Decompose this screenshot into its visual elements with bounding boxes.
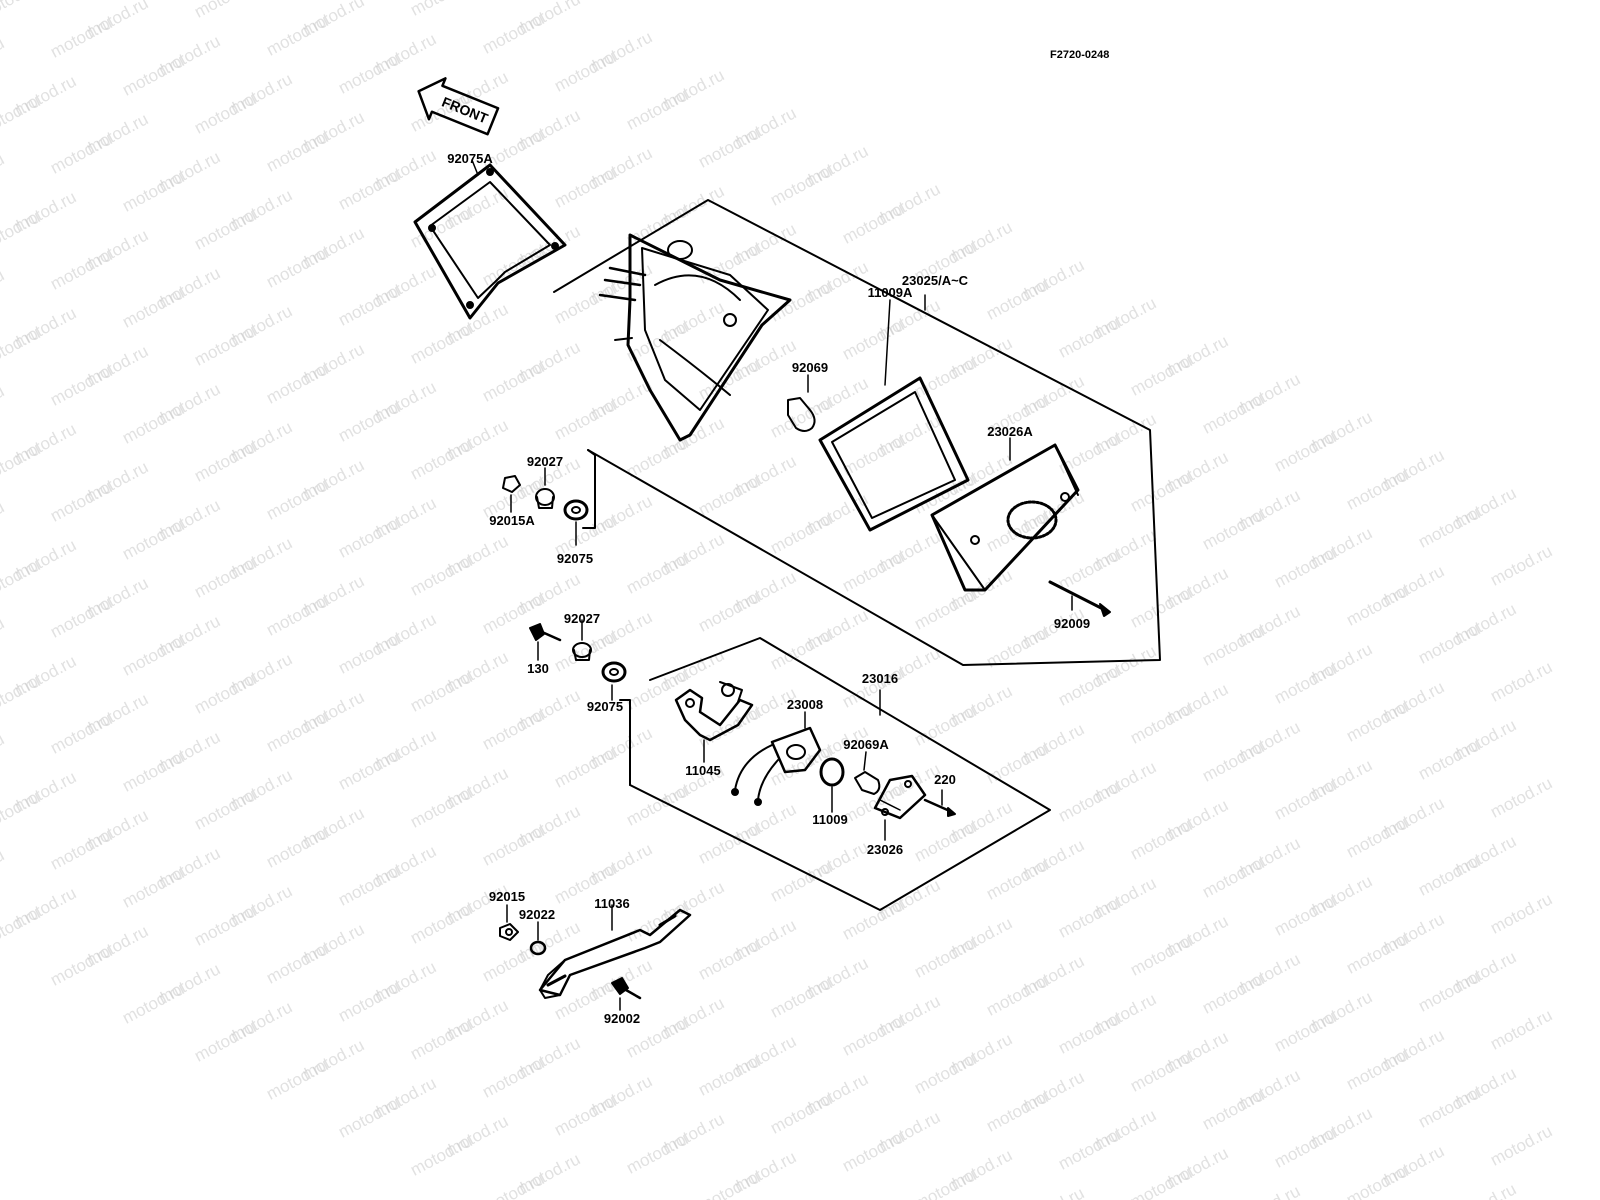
washer-92022 [529, 940, 547, 956]
label-130: 130 [527, 661, 549, 676]
label-92075A: 92075A [447, 151, 493, 166]
lens-gasket-11009A [818, 376, 970, 532]
leader-92075A [471, 159, 479, 176]
label-11009: 11009 [812, 812, 848, 827]
label-92015: 92015 [488, 889, 526, 904]
label-11045: 11045 [685, 763, 721, 778]
label-92009: 92009 [1053, 616, 1091, 631]
front-arrow-label: FRONT [439, 93, 491, 127]
label-92069A: 92069A [843, 737, 889, 752]
taillight-housing [598, 233, 792, 442]
front-arrow-icon [417, 77, 500, 136]
nut-92015A [502, 475, 521, 493]
screw-220 [923, 798, 956, 817]
label-92015A: 92015A [489, 513, 535, 528]
assembly-outline-23016 [619, 637, 1051, 911]
bracket-11036 [538, 908, 692, 999]
leader-92069A [863, 751, 867, 771]
label-220: 220 [934, 772, 956, 787]
label-92027-upper: 92027 [526, 454, 564, 469]
grommet-92075-upper [563, 499, 589, 521]
bracket-11045 [674, 681, 754, 742]
grommet-92075-lower [601, 661, 627, 683]
assembly-outline-23025 [553, 199, 1161, 666]
socket-23008 [731, 726, 822, 806]
label-92075-lower: 92075 [586, 699, 624, 714]
nut-92015 [499, 923, 519, 941]
label-23026A: 23026A [987, 424, 1033, 439]
lens-23026 [873, 774, 927, 820]
collar-92027-upper [535, 488, 555, 509]
label-92002: 92002 [603, 1011, 641, 1026]
leader-11009A [884, 299, 891, 386]
lens-23026A [930, 443, 1080, 592]
label-11009A: 11009A [867, 285, 913, 300]
label-23025: 23025/A~C [901, 273, 969, 288]
bulb-92069A [854, 771, 881, 795]
gasket-11009 [819, 757, 845, 787]
label-23008: 23008 [786, 697, 824, 712]
collar-92027-lower [572, 642, 592, 661]
bolt-92002 [611, 977, 642, 1000]
label-92069: 92069 [791, 360, 829, 375]
label-23016: 23016 [861, 671, 899, 686]
label-92022: 92022 [518, 907, 556, 922]
label-23026: 23026 [866, 842, 904, 857]
label-92027-lower: 92027 [563, 611, 601, 626]
bulb-92069 [787, 397, 816, 432]
label-11036: 11036 [594, 896, 630, 911]
bolt-130 [529, 623, 562, 642]
screw-92009 [1048, 580, 1111, 617]
figure-id: F2720-0248 [1050, 49, 1110, 61]
label-92075-upper: 92075 [556, 551, 594, 566]
